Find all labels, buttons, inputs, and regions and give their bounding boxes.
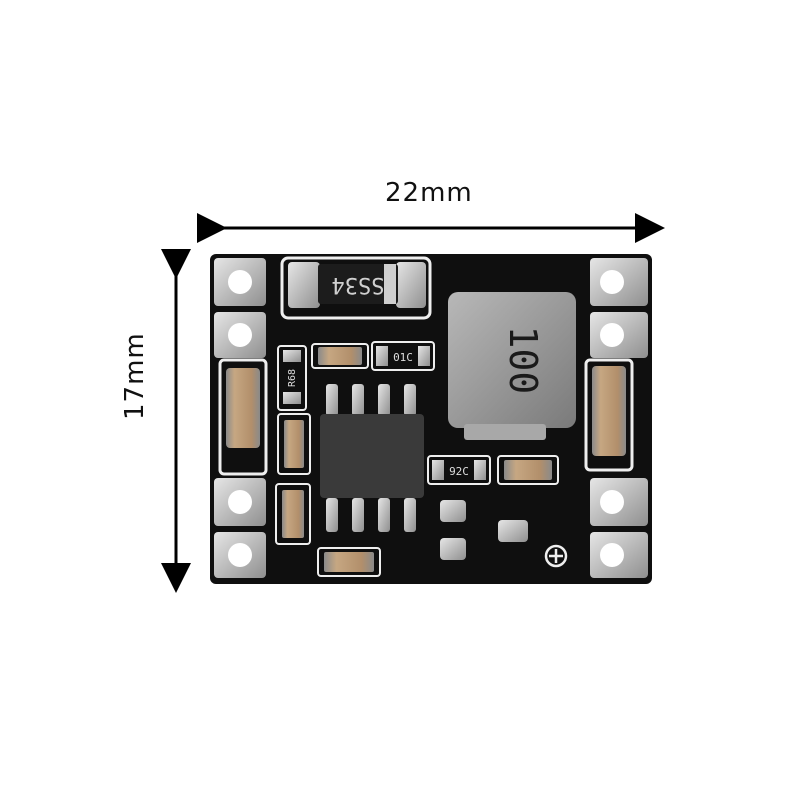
- plus-icon: [544, 544, 568, 568]
- inductor: [448, 292, 576, 428]
- width-dimension-label: 22mm: [385, 178, 473, 208]
- height-dimension-label: 17mm: [120, 332, 150, 420]
- right-capacitor: [592, 366, 626, 456]
- inductor-marking: 100: [501, 326, 545, 395]
- right-pads: [590, 258, 648, 578]
- ic-chip: [320, 384, 424, 532]
- left-capacitor: [226, 368, 260, 448]
- diode: [318, 264, 398, 304]
- resistor-left-marking: R68: [287, 369, 298, 387]
- resistor-mid-marking: 92C: [449, 465, 469, 478]
- diode-marking: SS34: [332, 272, 385, 297]
- left-pads: [214, 258, 266, 578]
- resistor-top-marking: 01C: [393, 351, 413, 364]
